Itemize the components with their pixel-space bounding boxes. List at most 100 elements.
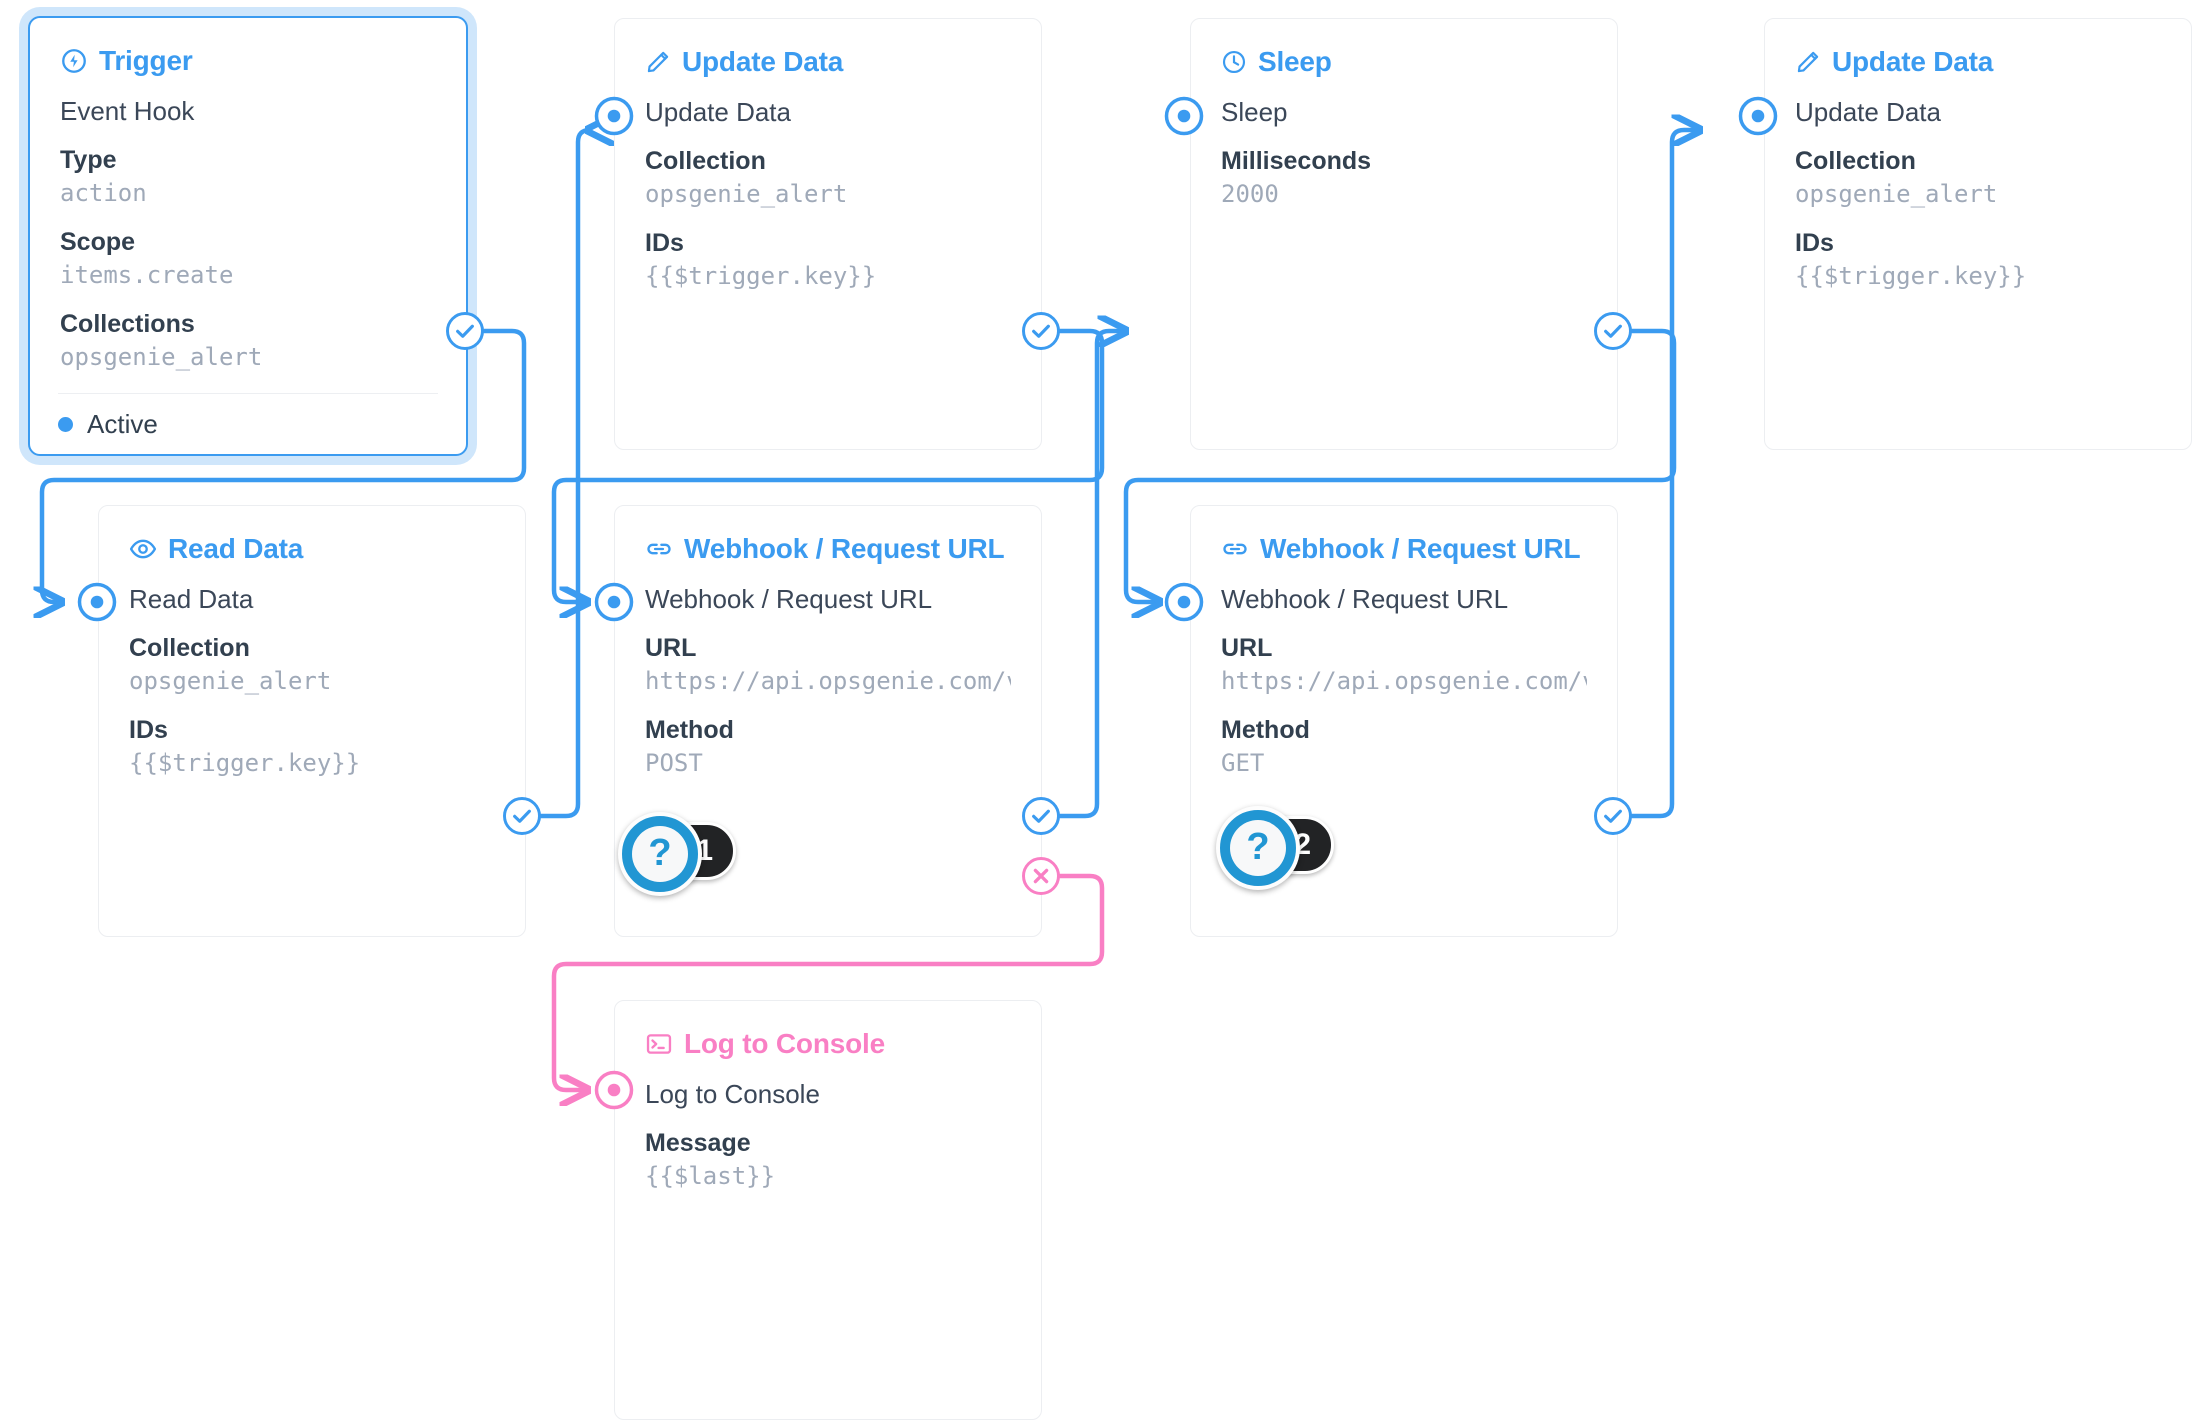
node-header-label: Update Data (1832, 46, 1994, 77)
field-type: Type action (60, 144, 436, 210)
field-label: IDs (645, 229, 684, 257)
field-label: URL (645, 634, 697, 662)
node-header-label: Update Data (682, 46, 844, 77)
field-ids: IDs {{$trigger.key}} (645, 227, 1011, 293)
question-mark-icon[interactable]: ? (1216, 806, 1300, 890)
field-value: https://api.opsgenie.com/v… (1221, 667, 1587, 695)
field-ids: IDs {{$trigger.key}} (1795, 227, 2161, 293)
terminal-icon (646, 1034, 672, 1054)
eye-icon (129, 539, 157, 559)
port-resolve-trigger[interactable] (444, 310, 486, 352)
pencil-icon (647, 51, 669, 73)
field-url: URL https://api.opsgenie.com/v… (645, 632, 1011, 698)
field-collection: Collection opsgenie_alert (129, 632, 495, 698)
field-label: Milliseconds (1221, 147, 1372, 175)
link-icon (647, 543, 671, 555)
port-resolve-webhook-1[interactable] (1020, 795, 1062, 837)
field-label: Collection (129, 634, 250, 662)
node-row-name: Read Data (129, 584, 254, 614)
field-value: opsgenie_alert (60, 343, 263, 371)
field-value: {{$trigger.key}} (129, 749, 361, 777)
node-row-name: Update Data (645, 97, 791, 127)
node-header-label: Trigger (99, 45, 193, 76)
status-badge: Active (58, 394, 438, 454)
node-update-data-2-header: Update Data (1795, 45, 2161, 79)
node-row-name: Webhook / Request URL (645, 584, 933, 614)
help-badge-glyph: ? (1230, 820, 1286, 876)
field-label: Message (645, 1129, 751, 1157)
field-label: Collection (645, 147, 766, 175)
field-label: Collection (1795, 147, 1916, 175)
field-label: Method (645, 716, 734, 744)
node-header-label: Sleep (1258, 46, 1332, 77)
field-message: Message {{$last}} (645, 1127, 1011, 1193)
field-value: https://api.opsgenie.com/v… (645, 667, 1011, 695)
field-ids: IDs {{$trigger.key}} (129, 714, 495, 780)
field-value: opsgenie_alert (645, 180, 848, 208)
field-value: GET (1221, 749, 1265, 777)
node-trigger[interactable]: Trigger Event Hook Type action Scope ite… (28, 16, 468, 456)
pencil-icon (1797, 51, 1819, 73)
field-collections: Collections opsgenie_alert (60, 308, 436, 374)
field-value: {{$trigger.key}} (1795, 262, 2027, 290)
field-collection: Collection opsgenie_alert (645, 145, 1011, 211)
port-resolve-webhook-2[interactable] (1592, 795, 1634, 837)
port-in-update-data-2[interactable] (1737, 95, 1779, 137)
node-row-name: Update Data (1795, 97, 1941, 127)
node-log-to-console-header: Log to Console (645, 1027, 1011, 1061)
node-sleep-header: Sleep (1221, 45, 1587, 79)
field-label: IDs (129, 716, 168, 744)
field-url: URL https://api.opsgenie.com/v… (1221, 632, 1587, 698)
help-badge-1[interactable]: 1 ? (618, 812, 736, 896)
help-badge-2[interactable]: 2 ? (1216, 806, 1334, 890)
field-collection: Collection opsgenie_alert (1795, 145, 2161, 211)
node-update-data-2[interactable]: Update Data Update Data Collection opsge… (1764, 18, 2192, 450)
field-label: Type (60, 146, 117, 174)
field-value: opsgenie_alert (129, 667, 332, 695)
field-method: Method POST (645, 714, 1011, 780)
field-value: POST (645, 749, 703, 777)
node-header-label: Webhook / Request URL (684, 533, 1005, 564)
port-resolve-read-data[interactable] (501, 795, 543, 837)
field-value: opsgenie_alert (1795, 180, 1998, 208)
port-in-log-to-console[interactable] (593, 1069, 635, 1111)
field-value: {{$last}} (645, 1162, 776, 1190)
node-update-data-1-header: Update Data (645, 45, 1011, 79)
help-badge-glyph: ? (632, 826, 688, 882)
field-scope: Scope items.create (60, 226, 436, 292)
node-header-label: Webhook / Request URL (1260, 533, 1581, 564)
node-row-name: Log to Console (645, 1079, 820, 1109)
field-label: Method (1221, 716, 1310, 744)
status-label: Active (87, 408, 158, 439)
lightning-circle-icon (62, 49, 86, 73)
field-label: Scope (60, 228, 136, 256)
node-log-to-console[interactable]: Log to Console Log to Console Message {{… (614, 1000, 1042, 1420)
field-label: Collections (60, 310, 195, 338)
question-mark-icon[interactable]: ? (618, 812, 702, 896)
port-resolve-update-data-1[interactable] (1020, 310, 1062, 352)
port-resolve-sleep[interactable] (1592, 310, 1634, 352)
field-label: IDs (1795, 229, 1834, 257)
clock-icon (1222, 50, 1246, 74)
port-in-update-data-1[interactable] (593, 95, 635, 137)
node-read-data[interactable]: Read Data Read Data Collection opsgenie_… (98, 505, 526, 937)
status-dot-icon (58, 416, 73, 432)
field-label: URL (1221, 634, 1273, 662)
node-row-name: Webhook / Request URL (1221, 584, 1509, 614)
port-in-sleep[interactable] (1163, 95, 1205, 137)
port-in-webhook-2[interactable] (1163, 581, 1205, 623)
node-sleep[interactable]: Sleep Sleep Milliseconds 2000 (1190, 18, 1618, 450)
link-icon (1223, 543, 1247, 555)
field-value: 2000 (1221, 180, 1279, 208)
port-reject-webhook-1[interactable] (1020, 855, 1062, 897)
node-read-data-header: Read Data (129, 532, 495, 566)
field-milliseconds: Milliseconds 2000 (1221, 145, 1587, 211)
node-header-label: Log to Console (684, 1028, 885, 1059)
node-webhook-2-header: Webhook / Request URL (1221, 532, 1587, 566)
port-in-read-data[interactable] (76, 581, 118, 623)
field-value: action (60, 179, 147, 207)
node-update-data-1[interactable]: Update Data Update Data Collection opsge… (614, 18, 1042, 450)
field-value: items.create (60, 261, 234, 289)
port-in-webhook-1[interactable] (593, 581, 635, 623)
